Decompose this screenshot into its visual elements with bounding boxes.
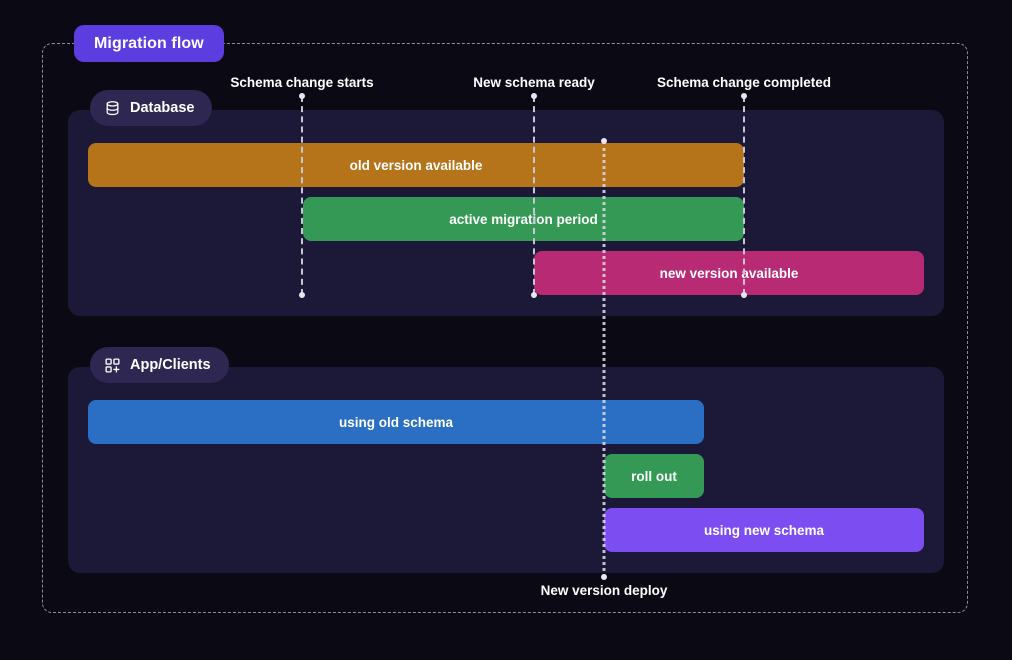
lane-label-text: Database xyxy=(130,100,195,116)
deploy-dot-start xyxy=(601,138,607,144)
lane-label-database: Database xyxy=(90,90,213,126)
milestone-line-schema-change-completed xyxy=(743,96,745,295)
milestone-dot-schema-change-starts-end xyxy=(299,292,305,298)
milestone-label-new-schema-ready: New schema ready xyxy=(473,75,595,90)
bar-using-old-schema: using old schema xyxy=(88,400,704,444)
deploy-dot-end xyxy=(601,574,607,580)
milestone-line-schema-change-starts xyxy=(301,96,303,295)
database-icon xyxy=(104,100,121,117)
flow-title-badge: Migration flow xyxy=(74,25,224,62)
deploy-label: New version deploy xyxy=(540,583,668,598)
lane-label-text: App/Clients xyxy=(130,357,211,373)
milestone-dot-new-schema-ready-start xyxy=(531,93,537,99)
flow-title-label: Migration flow xyxy=(94,34,204,52)
milestone-dot-new-schema-ready-end xyxy=(531,292,537,298)
milestone-dot-schema-change-completed-start xyxy=(741,93,747,99)
milestone-dot-schema-change-completed-end xyxy=(741,292,747,298)
bar-using-new-schema: using new schema xyxy=(604,508,924,552)
milestone-dot-schema-change-starts-start xyxy=(299,93,305,99)
flow-boundary xyxy=(42,43,968,613)
lane-label-app-clients: App/Clients xyxy=(90,347,229,383)
bar-new-version-available: new version available xyxy=(534,251,924,295)
bar-roll-out: roll out xyxy=(604,454,704,498)
bar-active-migration-period: active migration period xyxy=(303,197,744,241)
deploy-line xyxy=(602,141,606,577)
apps-add-icon xyxy=(104,357,121,374)
milestone-line-new-schema-ready xyxy=(533,96,535,295)
bar-old-version-available: old version available xyxy=(88,143,744,187)
milestone-label-schema-change-completed: Schema change completed xyxy=(656,75,832,90)
milestone-label-schema-change-starts: Schema change starts xyxy=(230,75,374,90)
